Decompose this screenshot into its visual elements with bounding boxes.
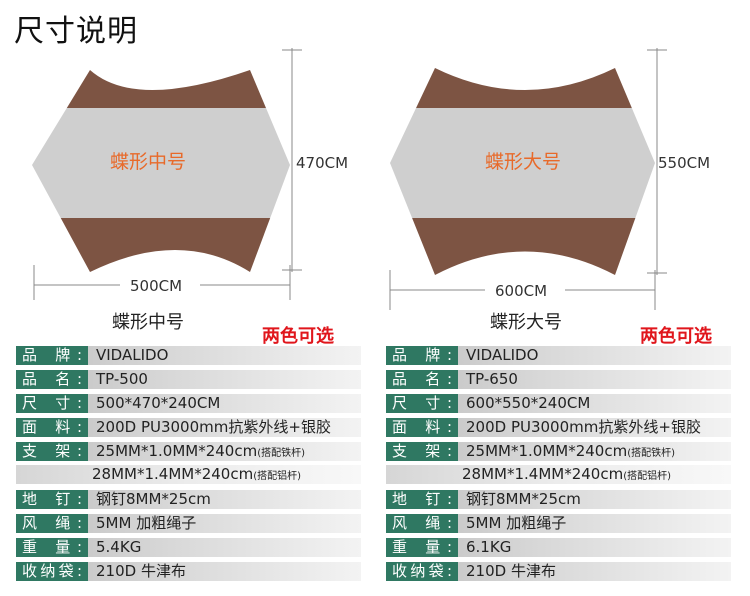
spec-row-bag: 收纳袋: 210D 牛津布 — [16, 562, 361, 581]
spec-value: 28MM*1.4MM*240cm — [92, 465, 254, 483]
spec-row-brand: 品 牌: VIDALIDO — [16, 346, 361, 365]
spec-note: (搭配铁杆) — [257, 448, 306, 459]
tarp-diagram-large: 蝶形大号 550CM 600CM — [389, 48, 710, 310]
spec-label: 收纳袋: — [16, 562, 88, 581]
spec-row-stakes: 地 钉: 钢钉8MM*25cm — [16, 490, 361, 509]
spec-value: 5MM 加粗绳子 — [96, 514, 197, 532]
caption-medium: 蝶形中号 — [112, 312, 184, 333]
spec-value: 600*550*240CM — [466, 394, 591, 412]
spec-row-pole: 支 架: 25MM*1.0MM*240cm(搭配铁杆) — [16, 442, 361, 461]
spec-label: 尺 寸: — [16, 394, 88, 413]
spec-value: 210D 牛津布 — [466, 562, 556, 580]
spec-value: 6.1KG — [466, 538, 512, 556]
spec-value: 500*470*240CM — [96, 394, 221, 412]
spec-row-bag: 收纳袋: 210D 牛津布 — [386, 562, 731, 581]
spec-label: 风 绳: — [386, 514, 458, 533]
caption-large: 蝶形大号 — [490, 312, 562, 333]
spec-value: 25MM*1.0MM*240cm — [466, 442, 628, 460]
spec-note: (搭配铁杆) — [627, 448, 676, 459]
spec-label: 尺 寸: — [386, 394, 458, 413]
width-dimension: 600CM — [495, 282, 547, 300]
page-title: 尺寸说明 — [14, 14, 138, 49]
spec-row-fabric: 面 料: 200D PU3000mm抗紫外线+银胶 — [386, 418, 731, 437]
spec-value: TP-650 — [466, 370, 518, 388]
spec-label: 支 架: — [16, 442, 88, 461]
spec-value: 钢钉8MM*25cm — [466, 490, 581, 508]
tarp-label: 蝶形中号 — [110, 151, 186, 173]
spec-value: 5MM 加粗绳子 — [466, 514, 567, 532]
spec-row-weight: 重 量: 5.4KG — [16, 538, 361, 557]
spec-value: 钢钉8MM*25cm — [96, 490, 211, 508]
spec-row-weight: 重 量: 6.1KG — [386, 538, 731, 557]
spec-value: VIDALIDO — [96, 346, 169, 364]
spec-label: 风 绳: — [16, 514, 88, 533]
two-color-note-large: 两色可选 — [640, 326, 712, 347]
spec-value: VIDALIDO — [466, 346, 539, 364]
spec-value: 28MM*1.4MM*240cm — [462, 465, 624, 483]
spec-value: 25MM*1.0MM*240cm — [96, 442, 258, 460]
spec-label: 面 料: — [386, 418, 458, 437]
tarp-middle-band — [390, 108, 655, 218]
spec-label: 重 量: — [16, 538, 88, 557]
spec-row-rope: 风 绳: 5MM 加粗绳子 — [386, 514, 731, 533]
spec-note: (搭配铝杆) — [253, 471, 302, 482]
spec-label: 支 架: — [386, 442, 458, 461]
spec-label: 收纳袋: — [386, 562, 458, 581]
height-dimension: 470CM — [296, 154, 348, 172]
tarp-diagram-medium: 蝶形中号 470CM 500CM — [32, 48, 348, 300]
tarp-middle-band — [32, 108, 290, 218]
spec-note: (搭配铝杆) — [623, 471, 672, 482]
spec-label: 地 钉: — [16, 490, 88, 509]
spec-label: 品 牌: — [16, 346, 88, 365]
tarp-label: 蝶形大号 — [485, 151, 561, 173]
spec-row-model: 品 名: TP-500 — [16, 370, 361, 389]
spec-value: 200D PU3000mm抗紫外线+银胶 — [466, 418, 701, 436]
spec-row-pole-alt: 28MM*1.4MM*240cm(搭配铝杆) — [386, 465, 731, 484]
spec-label: 品 牌: — [386, 346, 458, 365]
spec-label: 面 料: — [16, 418, 88, 437]
spec-value: 200D PU3000mm抗紫外线+银胶 — [96, 418, 331, 436]
spec-row-pole-alt: 28MM*1.4MM*240cm(搭配铝杆) — [16, 465, 361, 484]
spec-label: 品 名: — [16, 370, 88, 389]
spec-row-pole: 支 架: 25MM*1.0MM*240cm(搭配铁杆) — [386, 442, 731, 461]
spec-row-size: 尺 寸: 500*470*240CM — [16, 394, 361, 413]
spec-row-brand: 品 牌: VIDALIDO — [386, 346, 731, 365]
spec-value: 210D 牛津布 — [96, 562, 186, 580]
height-dimension: 550CM — [658, 154, 710, 172]
width-dimension: 500CM — [130, 277, 182, 295]
spec-row-model: 品 名: TP-650 — [386, 370, 731, 389]
spec-row-stakes: 地 钉: 钢钉8MM*25cm — [386, 490, 731, 509]
spec-value: 5.4KG — [96, 538, 142, 556]
spec-value: TP-500 — [96, 370, 148, 388]
spec-label: 地 钉: — [386, 490, 458, 509]
two-color-note-medium: 两色可选 — [262, 326, 334, 347]
spec-row-rope: 风 绳: 5MM 加粗绳子 — [16, 514, 361, 533]
spec-row-fabric: 面 料: 200D PU3000mm抗紫外线+银胶 — [16, 418, 361, 437]
spec-label: 品 名: — [386, 370, 458, 389]
spec-label: 重 量: — [386, 538, 458, 557]
spec-row-size: 尺 寸: 600*550*240CM — [386, 394, 731, 413]
